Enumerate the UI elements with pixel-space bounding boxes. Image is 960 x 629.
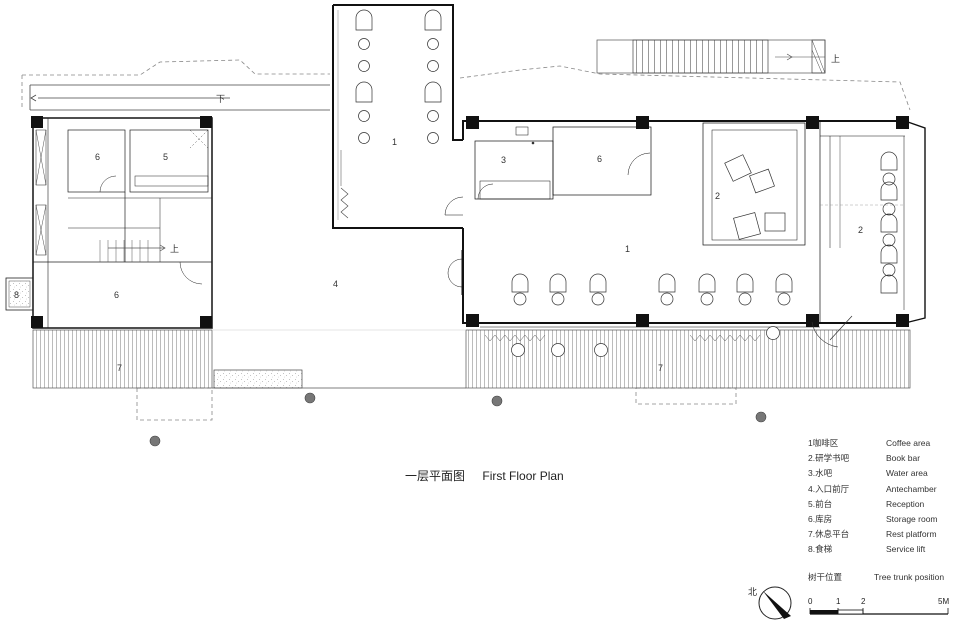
- legend-cn: 3.水吧: [808, 468, 833, 479]
- book-bar-furniture: [724, 154, 786, 240]
- tree-trunks: [149, 392, 767, 447]
- stair-down-label: 下: [216, 94, 225, 104]
- tree-trunk-2: [304, 392, 316, 404]
- legend-row: 4.入口前厅 Antechamber: [808, 482, 938, 497]
- north-arrow: [758, 586, 792, 620]
- legend-en: Water area: [886, 468, 928, 479]
- room-label-lift: 8: [14, 290, 19, 300]
- legend-cn: 1咖啡区: [808, 438, 839, 448]
- room-label-rest-b: 7: [658, 363, 663, 373]
- legend-row: 2.研学书吧 Book bar: [808, 451, 938, 466]
- legend-row: 5.前台 Reception: [808, 497, 938, 512]
- rest-platform-decks: [32, 329, 911, 389]
- room-label-water: 3: [501, 155, 506, 165]
- left-building: [5, 117, 213, 329]
- room-label-bookbar-b: 2: [858, 225, 863, 235]
- room-label-reception: 5: [163, 152, 168, 162]
- legend-en: Book bar: [886, 453, 921, 464]
- tree-trunk-3: [491, 395, 503, 407]
- tree-legend-en: Tree trunk position: [874, 572, 945, 582]
- legend-en: Reception: [886, 498, 925, 509]
- plan-title-cn: 一层平面图: [405, 469, 466, 483]
- room-label-bookbar-a: 2: [715, 191, 720, 201]
- room-label-lounge: 1: [392, 137, 397, 147]
- entry-ramp: [29, 84, 330, 111]
- legend-cn: 5.前台: [808, 498, 833, 509]
- deck-zigzag: [484, 334, 761, 342]
- legend-en: Rest platform: [886, 529, 937, 540]
- legend-cn: 8.食梯: [808, 544, 833, 555]
- legend-cn: 4.入口前厅: [808, 483, 850, 494]
- stair-up-label-right: 上: [831, 54, 840, 64]
- room-label-storage-b: 6: [597, 154, 602, 164]
- room-label-storage-a: 6: [95, 152, 100, 162]
- legend-en: Service lift: [886, 544, 926, 555]
- scale-bar: [809, 608, 949, 615]
- room-label-storage-c: 6: [114, 290, 119, 300]
- legend-cn: 2.研学书吧: [808, 453, 850, 464]
- plan-title-en: First Floor Plan: [482, 469, 564, 483]
- room-label-rest-a: 7: [117, 363, 122, 373]
- tree-legend-cn: 树干位置: [808, 572, 843, 582]
- lounge-seating: [355, 9, 442, 144]
- legend-en: Antechamber: [886, 483, 937, 494]
- legend-cn: 6.库房: [808, 513, 833, 524]
- legend-en: Storage room: [886, 513, 938, 524]
- legend-row: 7.休息平台 Rest platform: [808, 527, 938, 542]
- scale-label-2: 2: [861, 597, 866, 606]
- legend-row: 6.库房 Storage room: [808, 512, 938, 527]
- legend-row: 1咖啡区 Coffee area: [808, 436, 938, 451]
- left-stair: [99, 240, 166, 262]
- scale-label-1: 1: [836, 597, 841, 606]
- legend-en: Coffee area: [886, 438, 931, 448]
- legend-row: 8.食梯 Service lift: [808, 542, 938, 557]
- legend-row: 3.水吧 Water area: [808, 466, 938, 481]
- lounge-annex: [332, 4, 463, 229]
- tree-legend: 树干位置 Tree trunk position: [808, 571, 944, 583]
- scale-label-0: 0: [808, 597, 813, 606]
- right-columns: [466, 116, 909, 327]
- left-columns: [31, 116, 212, 328]
- room-label-antechamber: 4: [333, 279, 338, 289]
- top-stair: [596, 39, 826, 74]
- right-building: [444, 120, 926, 328]
- cafe-seating: [511, 151, 898, 306]
- tree-trunk-4: [755, 411, 767, 423]
- stair-up-label-left: 上: [170, 244, 179, 254]
- deck-stools: [511, 315, 853, 357]
- room-label-cafe: 1: [625, 244, 630, 254]
- north-label: 北: [748, 587, 758, 597]
- scale-label-5m: 5M: [938, 597, 950, 606]
- legend-cn: 7.休息平台: [808, 529, 850, 540]
- room-legend: 1咖啡区 Coffee area 2.研学书吧 Book bar 3.水吧 Water…: [808, 436, 938, 558]
- tree-trunk-1: [149, 435, 161, 447]
- plan-title: 一层平面图 First Floor Plan: [405, 467, 578, 484]
